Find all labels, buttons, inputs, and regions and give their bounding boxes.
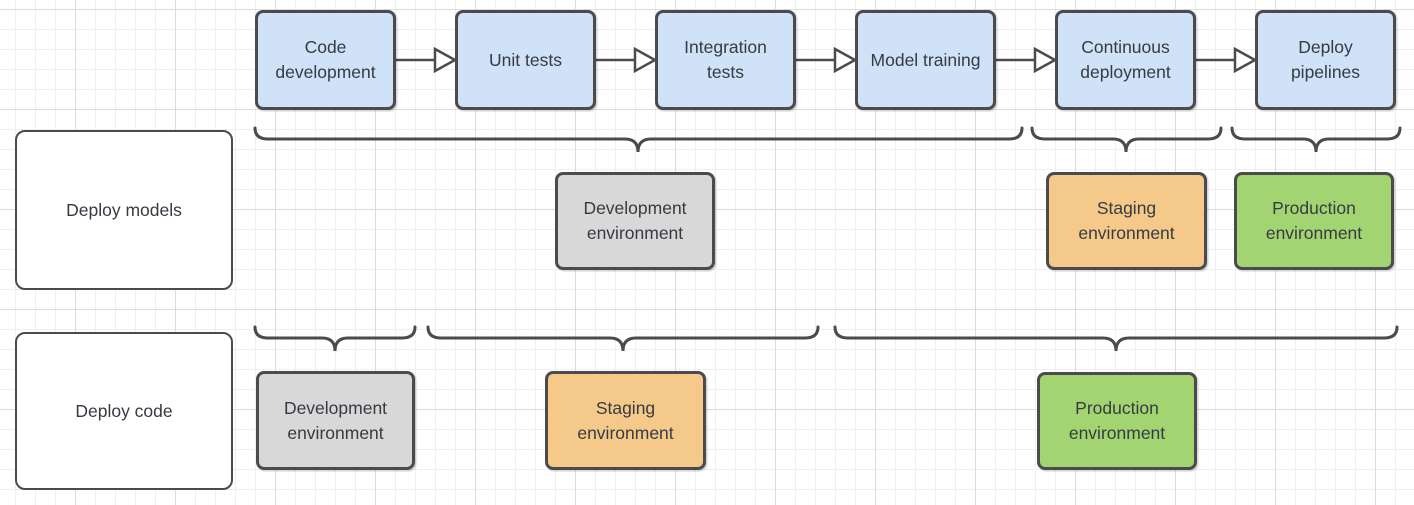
brace-code-staging: [426, 325, 820, 352]
brace-models-staging: [1030, 126, 1223, 153]
env-box-code-production: Production environment: [1037, 372, 1197, 470]
env-box-code-staging: Staging environment: [545, 371, 706, 470]
brace-code-production: [833, 325, 1399, 352]
pipeline-step-unit-tests: Unit tests: [455, 10, 596, 110]
row-label-deploy-models: Deploy models: [15, 130, 233, 290]
row-label-deploy-code: Deploy code: [15, 332, 233, 490]
brace-code-development: [253, 325, 417, 352]
pipeline-step-code-development: Code development: [255, 10, 396, 110]
env-box-code-development: Development environment: [256, 371, 415, 470]
flow-arrow: [796, 46, 858, 74]
flow-arrow: [1196, 46, 1258, 74]
flow-arrow: [396, 46, 458, 74]
pipeline-step-continuous-deployment: Continuous deployment: [1055, 10, 1196, 110]
env-box-models-staging: Staging environment: [1046, 172, 1207, 270]
env-box-models-production: Production environment: [1234, 172, 1394, 270]
flow-arrow: [996, 46, 1058, 74]
brace-models-development: [253, 126, 1024, 153]
flow-arrow: [596, 46, 658, 74]
env-box-models-development: Development environment: [555, 172, 715, 270]
pipeline-step-integration-tests: Integration tests: [655, 10, 796, 110]
brace-models-production: [1230, 126, 1402, 153]
pipeline-step-deploy-pipelines: Deploy pipelines: [1255, 10, 1396, 110]
pipeline-step-model-training: Model training: [855, 10, 996, 110]
